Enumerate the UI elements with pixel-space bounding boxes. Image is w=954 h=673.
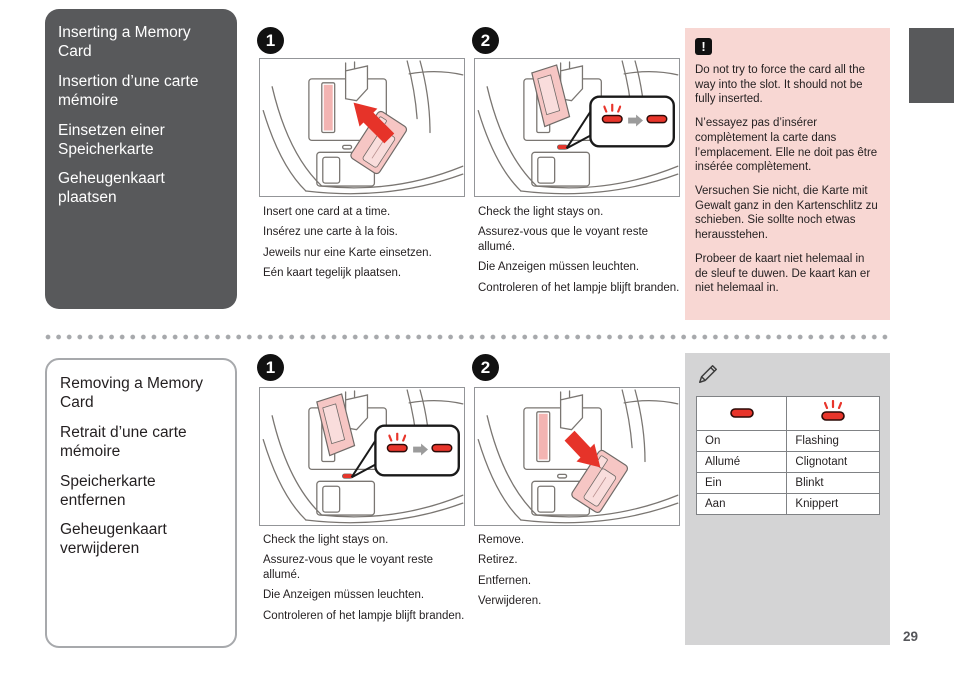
chapter-tab — [909, 28, 954, 103]
caption-line: Eén kaart tegelijk plaatsen. — [263, 267, 402, 280]
red-arrow-remove-icon — [564, 430, 601, 468]
insert-card-illustration — [259, 58, 465, 197]
page-number: 29 — [903, 629, 919, 644]
caption-line: Controleren of het lampje blijft branden… — [263, 609, 465, 622]
caption-line: Check the light stays on. — [263, 534, 389, 546]
caption-line: Assurez-vous que le voyant reste allumé. — [478, 226, 649, 253]
dotted-divider — [45, 333, 890, 341]
caption-line: Entfernen. — [478, 574, 532, 587]
table-row: Aan Knippert — [695, 493, 880, 515]
led-flashing-label: Flashing — [786, 430, 880, 452]
remove-title-de: Speicherkarte entfernen — [60, 472, 156, 509]
caption-line: Assurez-vous que le voyant reste allumé. — [263, 554, 434, 581]
remove-step1-number: 1 — [265, 357, 276, 377]
remove-step1-badge: 1 — [257, 354, 284, 381]
caption-line: Remove. — [478, 534, 525, 546]
gray-arrow-icon — [413, 443, 429, 456]
remove-step2-captions: Remove. Retirez. Entfernen. Verwijderen. — [478, 533, 680, 615]
led-flashing-label: Knippert — [786, 493, 880, 515]
remove-title-nl: Geheugenkaart verwijderen — [60, 521, 167, 558]
insert-step2-badge: 2 — [472, 27, 499, 54]
light-check-illustration-2 — [259, 387, 465, 526]
caption-line: Die Anzeigen müssen leuchten. — [263, 589, 425, 602]
caption-line: Insérez une carte à la fois. — [263, 226, 398, 239]
insert-title-en: Inserting a Memory Card — [58, 24, 191, 60]
caption-line: Jeweils nur eine Karte einsetzen. — [263, 246, 432, 259]
led-flashing-icon — [786, 396, 880, 431]
red-arrow-insert-icon — [353, 102, 395, 144]
caption-line: Verwijderen. — [478, 595, 542, 608]
exclamation-icon: ! — [695, 38, 712, 55]
led-flashing-label: Blinkt — [786, 472, 880, 494]
led-on-icon — [431, 443, 453, 453]
remove-card-illustration — [474, 387, 680, 526]
remove-step2-badge: 2 — [472, 354, 499, 381]
led-on-label: On — [695, 430, 788, 452]
table-row: On Flashing — [695, 430, 880, 452]
caption-line: Controleren of het lampje blijft branden… — [478, 281, 680, 294]
memory-card-graphic — [569, 448, 630, 515]
insert-step1-badge: 1 — [257, 27, 284, 54]
insert-title-de: Einsetzen einer Speicherkarte — [58, 121, 165, 158]
led-on-icon — [646, 114, 668, 124]
slot-highlight — [323, 84, 333, 131]
led-flashing-icon — [601, 114, 623, 124]
insert-title-fr: Insertion d’une carte mémoire — [58, 72, 199, 109]
led-on-label: Aan — [695, 493, 788, 515]
card-led — [342, 473, 353, 479]
remove-title-en: Removing a Memory Card — [60, 375, 203, 411]
led-flashing-label: Clignotant — [786, 451, 880, 473]
caption-line: Check the light stays on. — [478, 206, 604, 218]
remove-step2-number: 2 — [480, 357, 491, 377]
remove-step1-captions: Check the light stays on. Assurez-vous q… — [263, 533, 465, 629]
insert-title-box: Inserting a Memory Card Insertion d’une … — [45, 9, 237, 309]
insert-title-nl: Geheugenkaart plaatsen — [58, 170, 165, 207]
remove-title-fr: Retrait d’une carte mémoire — [60, 423, 187, 460]
led-on-label: Ein — [695, 472, 788, 494]
caption-line: Die Anzeigen müssen leuchten. — [478, 261, 640, 274]
insert-step2-number: 2 — [480, 30, 491, 50]
warning-box: ! Do not try to force the card all the w… — [685, 28, 890, 320]
led-on-label: Allumé — [695, 451, 788, 473]
remove-title-box: Removing a Memory Card Retrait d’une car… — [45, 358, 237, 648]
warning-text-fr: N’essayez pas d’insérer complètement la … — [695, 117, 878, 174]
table-row: Allumé Clignotant — [695, 451, 880, 473]
card-led — [557, 144, 568, 150]
table-row: Ein Blinkt — [695, 472, 880, 494]
warning-text-en: Do not try to force the card all the way… — [695, 64, 866, 106]
warning-text-nl: Probeer de kaart niet helemaal in de sle… — [695, 252, 871, 295]
led-on-icon — [695, 396, 788, 431]
led-flashing-icon — [386, 443, 408, 453]
insert-step2-captions: Check the light stays on. Assurez-vous q… — [478, 205, 680, 301]
pencil-icon — [697, 363, 880, 390]
note-box: On Flashing Allumé Clignotant Ein Blinkt… — [685, 353, 890, 645]
caption-line: Retirez. — [478, 554, 518, 567]
warning-text-de: Versuchen Sie nicht, die Karte mit Gewal… — [695, 185, 878, 242]
caption-line: Insert one card at a time. — [263, 206, 391, 218]
light-check-illustration — [474, 58, 680, 197]
insert-step1-captions: Insert one card at a time. Insérez une c… — [263, 205, 465, 287]
insert-step1-number: 1 — [265, 30, 276, 50]
led-status-table: On Flashing Allumé Clignotant Ein Blinkt… — [695, 396, 880, 515]
slot-highlight — [538, 413, 548, 460]
